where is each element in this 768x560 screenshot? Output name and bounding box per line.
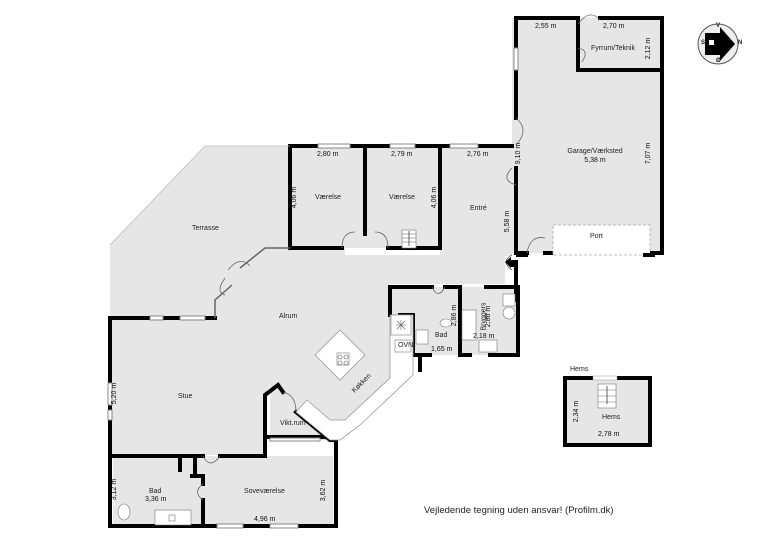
fyrrum-label: Fyrrum/Teknik bbox=[591, 45, 635, 52]
cooker-hood-icon bbox=[396, 320, 406, 330]
entre-top-dim: 2,76 m bbox=[467, 151, 489, 158]
vaerelse1-width: 2,80 m bbox=[317, 151, 339, 158]
entry-arrow-icon bbox=[505, 254, 518, 271]
bad2-label: Bad bbox=[149, 488, 162, 495]
hems-title: Hems bbox=[570, 366, 589, 373]
windows bbox=[107, 47, 519, 529]
hems-window bbox=[592, 375, 618, 381]
compass-south: S bbox=[701, 40, 706, 46]
bad1-label: Bad bbox=[435, 332, 448, 339]
hob-icon bbox=[337, 354, 349, 366]
stue-height: 5,20 m bbox=[111, 382, 119, 405]
fyrrum-height: 2,12 m bbox=[645, 37, 653, 60]
fyrrum-width: 2,70 m bbox=[603, 23, 625, 30]
oven-label: OVN bbox=[398, 342, 414, 349]
doors bbox=[197, 14, 601, 501]
compass-east: Ø bbox=[716, 58, 721, 64]
compass-icon bbox=[697, 23, 739, 65]
hems-height: 2,34 m bbox=[573, 400, 581, 423]
garage-dim: 5,38 m bbox=[584, 157, 606, 164]
vaerelse2-label: Værelse bbox=[389, 194, 416, 201]
garage-label: Garage/Værksted bbox=[567, 148, 623, 155]
hems-stairs-icon bbox=[597, 383, 617, 409]
floor-fills bbox=[110, 18, 662, 526]
terrace-glass bbox=[109, 145, 290, 318]
compass-north: N bbox=[738, 40, 743, 46]
terrasse-label: Terrasse bbox=[192, 225, 219, 232]
garage-top-dim: 2,55 m bbox=[535, 23, 557, 30]
garage-right-dim: 7,07 m bbox=[645, 142, 653, 165]
bad1-width: 1,65 m bbox=[431, 346, 453, 353]
bathroom-fixtures bbox=[117, 293, 516, 526]
bad2-width: 3,36 m bbox=[145, 496, 167, 503]
bryggers-width: 2,18 m bbox=[473, 333, 495, 340]
sovevaerelse-width: 4,96 m bbox=[254, 516, 276, 523]
viktrum-label: Vikt.rum bbox=[280, 420, 306, 427]
vaerelse2-height: 4,06 m bbox=[431, 186, 439, 209]
vaerelse1-label: Værelse bbox=[315, 194, 342, 201]
garage-port bbox=[552, 224, 651, 256]
vaerelse1-height: 4,06 m bbox=[291, 186, 299, 209]
hems-width: 2,78 m bbox=[598, 431, 620, 438]
stue-label: Stue bbox=[178, 393, 193, 400]
alrum-label: Alrum bbox=[279, 313, 298, 320]
disclaimer-text: Vejledende tegning uden ansvar! (Profilm… bbox=[424, 505, 614, 516]
entre-side-dim: 5,58 m bbox=[504, 210, 512, 233]
compass-west: V bbox=[716, 23, 721, 29]
bad1-height: 2,86 m bbox=[451, 304, 459, 327]
garage-left-dim: 9,10 m bbox=[515, 142, 523, 165]
sovevaerelse-height: 3,62 m bbox=[320, 479, 328, 502]
hems-label: Hems bbox=[602, 414, 621, 421]
sovevaerelse-label: Soveværelse bbox=[244, 488, 285, 495]
bryggers-height: 2,86 m bbox=[485, 305, 493, 328]
vaerelse2-width: 2,79 m bbox=[391, 151, 413, 158]
bad2-height: 3,12 m bbox=[111, 478, 119, 501]
entre-label: Entré bbox=[470, 205, 487, 212]
stairs-icon bbox=[401, 229, 417, 249]
garage-port-label: Port bbox=[590, 233, 603, 240]
